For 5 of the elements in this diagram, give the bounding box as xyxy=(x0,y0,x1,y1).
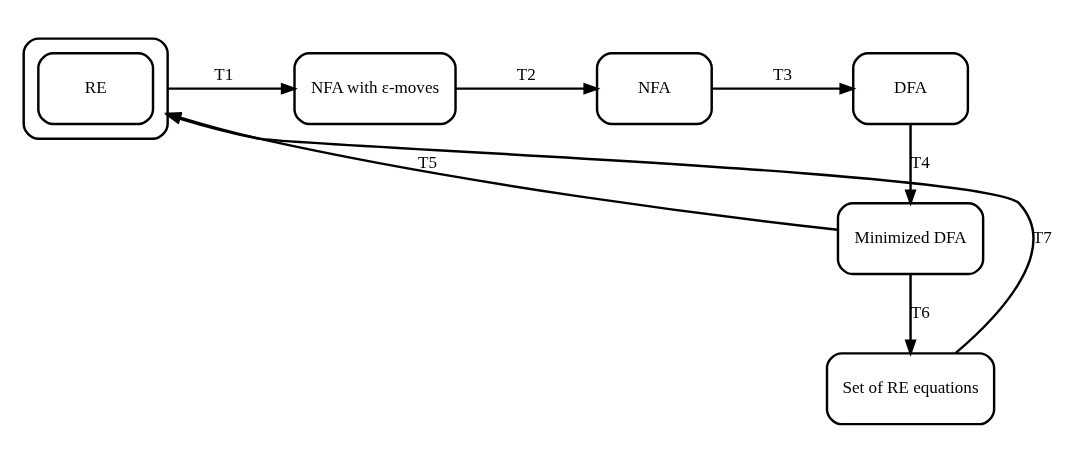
edge-label: T1 xyxy=(214,65,234,85)
edge-label: T2 xyxy=(516,65,536,85)
edge-label: T3 xyxy=(772,65,792,85)
edge-label: T5 xyxy=(418,153,437,173)
edge-label: T7 xyxy=(1032,228,1052,248)
